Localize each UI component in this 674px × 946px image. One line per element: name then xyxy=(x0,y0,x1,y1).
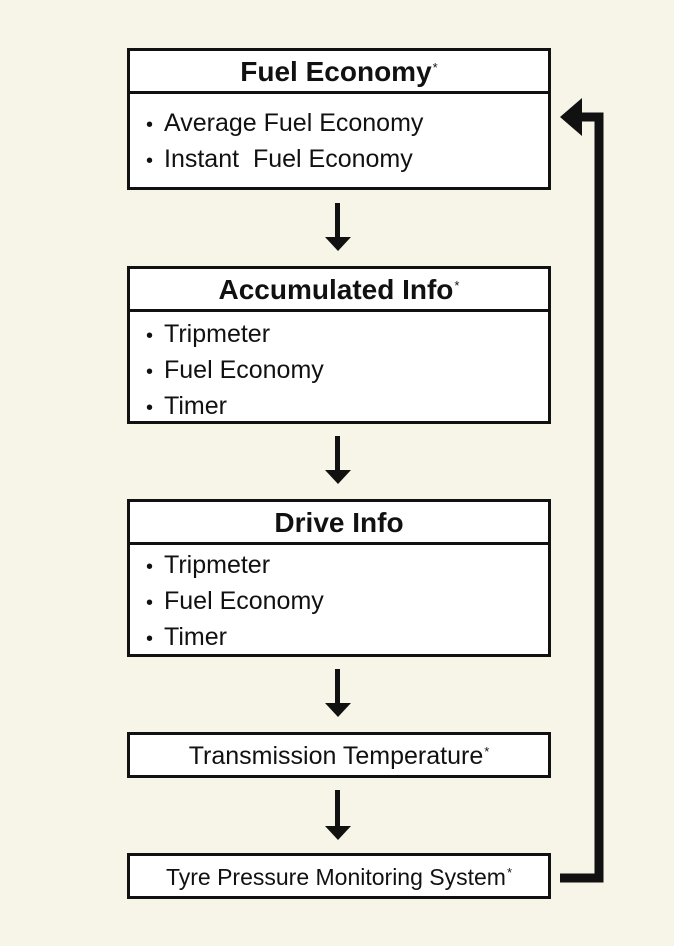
return-arrow-line xyxy=(560,112,604,883)
list-item: • Fuel Economy xyxy=(130,584,548,620)
down-arrow-icon xyxy=(325,436,351,484)
list-item: • Instant Fuel Economy xyxy=(130,142,548,178)
list-item-label: Fuel Economy xyxy=(164,356,324,384)
bullet-icon: • xyxy=(146,361,154,383)
list-item: • Timer xyxy=(130,389,548,425)
tyre-pressure-asterisk: * xyxy=(506,865,513,880)
transmission-temperature-asterisk: * xyxy=(484,744,490,759)
bullet-icon: • xyxy=(146,325,154,347)
down-arrow-icon xyxy=(325,203,351,251)
fuel-economy-asterisk: * xyxy=(432,60,438,75)
down-arrow-icon xyxy=(325,669,351,717)
bullet-icon: • xyxy=(146,114,154,136)
list-item-label: Timer xyxy=(164,623,227,651)
list-item-label: Timer xyxy=(164,392,227,420)
bullet-icon: • xyxy=(146,556,154,578)
accumulated-info-title-text: Accumulated Info xyxy=(218,274,454,305)
list-item: • Tripmeter xyxy=(130,317,548,353)
list-item: • Average Fuel Economy xyxy=(130,106,548,142)
bullet-icon: • xyxy=(146,150,154,172)
bullet-icon: • xyxy=(146,628,154,650)
tyre-pressure-title: Tyre Pressure Monitoring System xyxy=(165,864,506,890)
list-item-label: Instant Fuel Economy xyxy=(164,145,413,173)
accumulated-info-asterisk: * xyxy=(454,278,460,293)
list-item: • Timer xyxy=(130,620,548,656)
drive-info-box: Drive Info • Tripmeter • Fuel Economy • Tim… xyxy=(127,499,551,657)
list-item: • Fuel Economy xyxy=(130,353,548,389)
list-item: • Tripmeter xyxy=(130,548,548,584)
fuel-economy-title: Fuel Economy* xyxy=(130,51,548,94)
fuel-economy-title-text: Fuel Economy xyxy=(240,56,432,87)
return-arrow-head xyxy=(560,98,582,136)
bullet-icon: • xyxy=(146,397,154,419)
fuel-economy-box: Fuel Economy* • Average Fuel Economy • Ins… xyxy=(127,48,551,190)
transmission-temperature-title: Transmission Temperature xyxy=(188,742,484,770)
down-arrow-icon xyxy=(325,790,351,840)
list-item-label: Tripmeter xyxy=(164,551,271,579)
accumulated-info-title: Accumulated Info* xyxy=(130,269,548,312)
bullet-icon: • xyxy=(146,592,154,614)
list-item-label: Average Fuel Economy xyxy=(164,109,424,137)
accumulated-info-box: Accumulated Info* • Tripmeter • Fuel Econo… xyxy=(127,266,551,424)
transmission-temperature-box: Transmission Temperature* xyxy=(127,732,551,778)
drive-info-title: Drive Info xyxy=(130,502,548,545)
tyre-pressure-box: Tyre Pressure Monitoring System* xyxy=(127,853,551,899)
list-item-label: Tripmeter xyxy=(164,320,271,348)
drive-info-title-text: Drive Info xyxy=(274,507,404,538)
list-item-label: Fuel Economy xyxy=(164,587,324,615)
